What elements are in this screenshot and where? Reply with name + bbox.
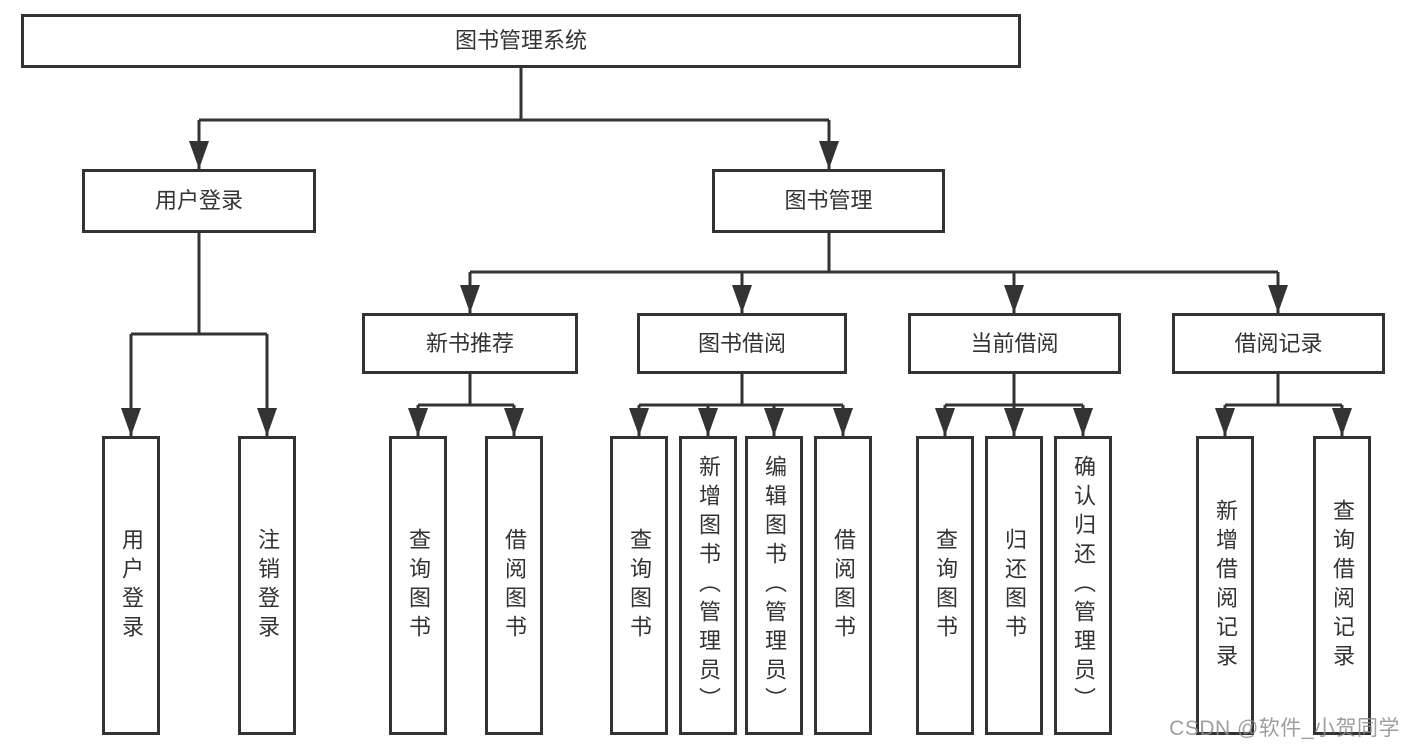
leaf-label: 新增借阅记录 bbox=[1213, 498, 1238, 673]
leaf-query-borrow-record: 查询借阅记录 bbox=[1313, 436, 1371, 735]
node-book-borrowing: 图书借阅 bbox=[637, 313, 847, 374]
leaf-label: 用户登录 bbox=[119, 527, 144, 644]
node-library-system: 图书管理系统 bbox=[21, 14, 1021, 68]
connector-edges bbox=[129, 68, 1344, 436]
node-label: 图书借阅 bbox=[697, 330, 786, 356]
leaf-borrowing-query-books: 查询图书 bbox=[610, 436, 668, 735]
leaf-label: 归还图书 bbox=[1002, 527, 1027, 644]
node-label: 借阅记录 bbox=[1234, 330, 1323, 356]
csdn-watermark: CSDN @软件_小贺同学 bbox=[1169, 717, 1400, 740]
leaf-label: 借阅图书 bbox=[831, 527, 856, 644]
leaf-logout: 注销登录 bbox=[238, 436, 296, 735]
node-label: 图书管理 bbox=[784, 188, 873, 213]
leaf-label: 借阅图书 bbox=[502, 527, 527, 644]
leaf-borrowing-borrow-books: 借阅图书 bbox=[814, 436, 872, 735]
leaf-label: 新增图书（管理员） bbox=[696, 455, 721, 716]
leaf-add-borrow-record: 新增借阅记录 bbox=[1196, 436, 1254, 735]
leaf-add-book-admin: 新增图书（管理员） bbox=[679, 436, 737, 735]
leaf-edit-book-admin: 编辑图书（管理员） bbox=[745, 436, 803, 735]
leaf-label: 查询图书 bbox=[627, 527, 652, 644]
leaf-user-login: 用户登录 bbox=[102, 436, 160, 735]
leaf-label: 注销登录 bbox=[255, 527, 280, 644]
node-label: 当前借阅 bbox=[970, 330, 1059, 356]
leaf-label: 编辑图书（管理员） bbox=[762, 455, 787, 716]
leaf-label: 查询借阅记录 bbox=[1330, 498, 1355, 673]
leaf-recommend-borrow-books: 借阅图书 bbox=[485, 436, 543, 735]
leaf-label: 查询图书 bbox=[406, 527, 431, 644]
node-label: 用户登录 bbox=[154, 188, 243, 213]
leaf-recommend-query-books: 查询图书 bbox=[389, 436, 447, 735]
node-new-book-recommendation: 新书推荐 bbox=[362, 313, 578, 374]
node-label: 图书管理系统 bbox=[454, 28, 587, 53]
arrowhead-icons bbox=[121, 141, 1352, 436]
leaf-return-books: 归还图书 bbox=[985, 436, 1043, 735]
leaf-confirm-return-admin: 确认归还（管理员） bbox=[1054, 436, 1112, 735]
node-current-borrowing: 当前借阅 bbox=[908, 313, 1121, 374]
leaf-label: 确认归还（管理员） bbox=[1071, 455, 1096, 716]
node-label: 新书推荐 bbox=[425, 330, 514, 356]
leaf-label: 查询图书 bbox=[933, 527, 958, 644]
node-borrowing-records: 借阅记录 bbox=[1172, 313, 1385, 374]
node-user-login: 用户登录 bbox=[82, 169, 316, 233]
leaf-current-query-books: 查询图书 bbox=[916, 436, 974, 735]
node-book-management: 图书管理 bbox=[712, 169, 945, 233]
